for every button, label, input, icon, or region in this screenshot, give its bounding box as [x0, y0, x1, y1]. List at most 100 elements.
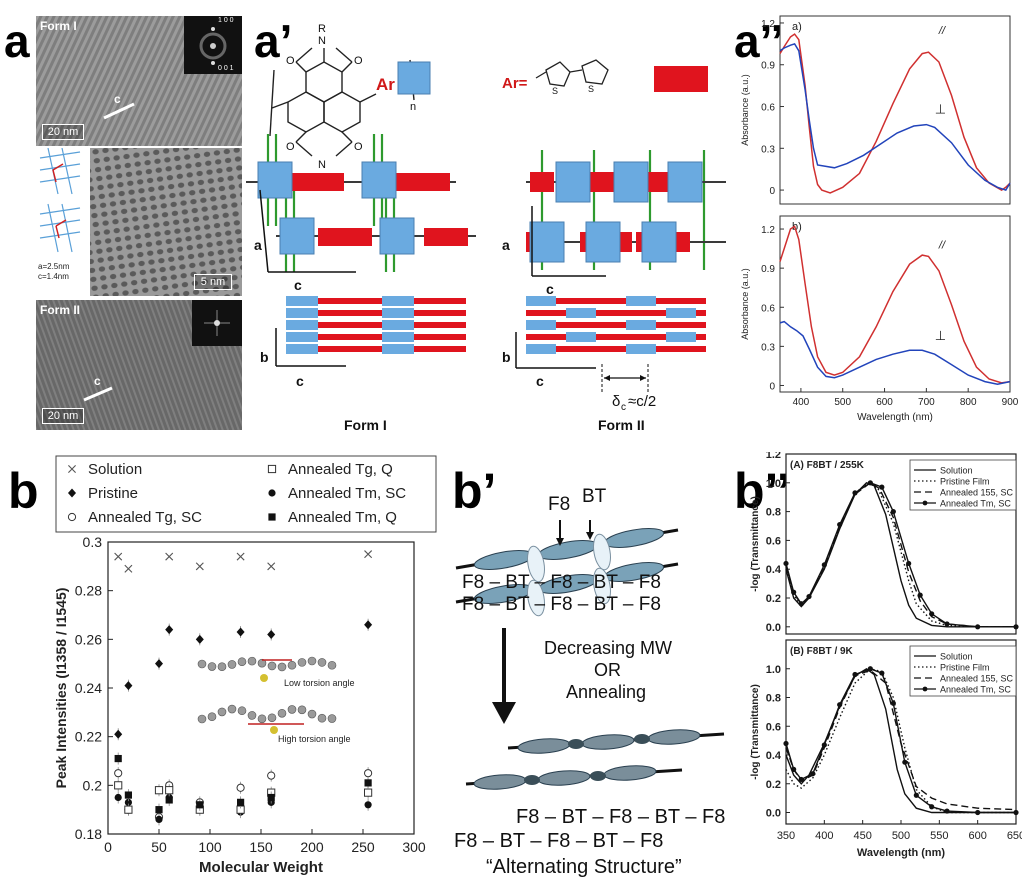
inset-low-label: Low torsion angle: [284, 678, 355, 688]
legend-marker-4: [267, 464, 277, 474]
x-tick-label-b2_bottom-6: 650: [1007, 830, 1022, 842]
sulfur-1: S: [552, 86, 558, 96]
legend-box-b2_bottom: [909, 645, 1017, 697]
panel-label-a-double-prime: a’’: [734, 15, 784, 67]
lattice-a-value: a=2.5nm: [38, 262, 70, 271]
y-tick-label-b2_top-1: 0.2: [766, 593, 781, 605]
legend-marker-0: [68, 465, 76, 473]
alternating-caption: “Alternating Structure”: [486, 856, 682, 878]
legend-marker-3: [268, 489, 276, 497]
x-tick-label-a2_bottom-4: 800: [960, 397, 977, 408]
series-marker-b2_bottom-3-4: [821, 742, 827, 748]
series-marker-b2_bottom-3-9: [890, 700, 896, 706]
series-marker-b2_top-3-11: [917, 592, 923, 598]
point-2-6: [267, 771, 276, 780]
form1-ac-packing: [246, 134, 476, 273]
y-tick-label-a2_top-4: 1.2: [761, 19, 775, 30]
point-0-4: [236, 552, 245, 561]
panel-label-a-prime: a’: [254, 15, 293, 67]
y-tick-label-b2_bottom-4: 0.8: [766, 693, 781, 705]
series-marker-b2_top-3-9: [890, 509, 896, 515]
legend-marker-b2_bottom-3: [922, 686, 928, 692]
chem-O-1: O: [286, 55, 295, 67]
y-tick-label-a2_top-2: 0.6: [761, 103, 775, 114]
point-1-1: [124, 681, 133, 691]
point-1-5: [236, 627, 245, 637]
inset-atom-high-3: [227, 704, 237, 714]
legend-marker-1: [68, 488, 76, 498]
series-marker-b2_top-3-0: [783, 560, 789, 567]
point-2-5: [236, 783, 245, 792]
y-tick-label-a2_bottom-4: 1.2: [761, 225, 775, 236]
series-marker-b2_top-3-2: [798, 601, 804, 607]
axis-c-label: c: [114, 92, 121, 106]
legend-label-1: Pristine: [88, 485, 138, 502]
form1-axis-b: b: [260, 349, 269, 365]
inset-atom-high-5: [247, 711, 257, 720]
acceptor-block-legend: [397, 61, 431, 95]
inset-atom-low-4: [237, 657, 247, 667]
series-line-b2_bottom-3: [785, 668, 1016, 814]
inset-atom-high-2: [217, 707, 227, 717]
series-marker-b2_bottom-3-10: [902, 759, 908, 765]
x-tick-label-b-2: 100: [198, 839, 222, 855]
x-tick-label-b-4: 200: [300, 839, 324, 855]
inset-atom-low-9: [287, 660, 297, 670]
sulfur-2: S: [588, 84, 594, 94]
form1-axis-c-bottom: c: [296, 373, 304, 389]
legend-label-b2_top-1: Pristine Film: [940, 477, 990, 487]
legend-label-b2_top-3: Annealed Tm, SC: [940, 499, 1011, 509]
series-marker-b2_top-3-14: [975, 624, 981, 630]
point-5-4: [196, 801, 204, 809]
y-tick-label-b2_top-2: 0.4: [766, 564, 782, 576]
y-axis-label-a2_top: Absorbance (a.u.): [740, 74, 750, 146]
fft-top-label: 1 0 0: [218, 17, 234, 24]
packing-schematic: N N R R O O O O Ar n Ar= S S a: [246, 23, 726, 433]
form1-bc-packing: [275, 296, 466, 367]
inset-atom-high-12: [317, 713, 327, 723]
scale-bar-20nm-form2: 20 nm: [42, 408, 84, 424]
inset-atom-high-1: [207, 712, 217, 722]
point-3-1: [124, 798, 132, 806]
y-axis-label-b: Peak Intensities (I1358 / I1545): [53, 588, 69, 789]
point-5-0: [114, 754, 122, 763]
delta-relation: ≈c/2: [628, 393, 656, 410]
parallel-label-a2_top: //: [938, 25, 946, 37]
f8bt-absorbance-chart: 0.00.20.40.60.81.01.2-log (Transmittance…: [750, 449, 1024, 859]
legend-label-3: Annealed Tm, SC: [288, 485, 406, 502]
y-tick-label-a2_bottom-2: 0.6: [761, 303, 775, 314]
subpanel-label-a2_top: a): [792, 21, 802, 33]
series-marker-b2_top-3-3: [806, 593, 812, 600]
series-line-a2_top-1: [779, 43, 1011, 192]
inset-atom-low-13: [327, 660, 337, 670]
panel-label-a: a: [4, 15, 30, 67]
f8bt-alternating-sketch: [465, 729, 725, 790]
series-marker-b2_top-3-6: [852, 490, 858, 496]
series-marker-b2_bottom-3-2: [798, 776, 804, 783]
series-line-b2_bottom-2: [785, 669, 1017, 811]
arrow-text-annealing: Annealing: [566, 682, 647, 702]
perpendicular-label-a2_bottom: ⊥: [935, 328, 946, 343]
series-marker-b2_top-3-10: [906, 560, 912, 567]
series-marker-b2_bottom-3-8: [879, 670, 885, 676]
legend-marker-5: [268, 513, 276, 521]
point-1-2: [155, 659, 163, 669]
point-4-3: [165, 786, 174, 795]
point-0-1: [124, 564, 133, 573]
x-tick-label-b2_bottom-5: 600: [968, 830, 986, 842]
arrow-text-or: OR: [594, 660, 621, 680]
series-marker-b2_bottom-3-6: [852, 671, 858, 678]
series-marker-b2_bottom-3-14: [975, 809, 981, 816]
y-tick-label-a2_bottom-0: 0: [769, 381, 775, 392]
chart-title-b2_top: (A) F8BT / 255K: [790, 460, 865, 471]
x-tick-label-b-5: 250: [351, 839, 375, 855]
legend-label-b2_bottom-3: Annealed Tm, SC: [940, 685, 1011, 695]
x-tick-label-b2_bottom-2: 450: [853, 830, 871, 842]
inset-atom-high-7: [267, 713, 277, 723]
inset-atom-low-8: [277, 662, 287, 672]
sequence-row-2: F8 – BT – F8 – BT – F8: [462, 594, 661, 615]
y-tick-label-b-2: 0.22: [75, 729, 102, 745]
